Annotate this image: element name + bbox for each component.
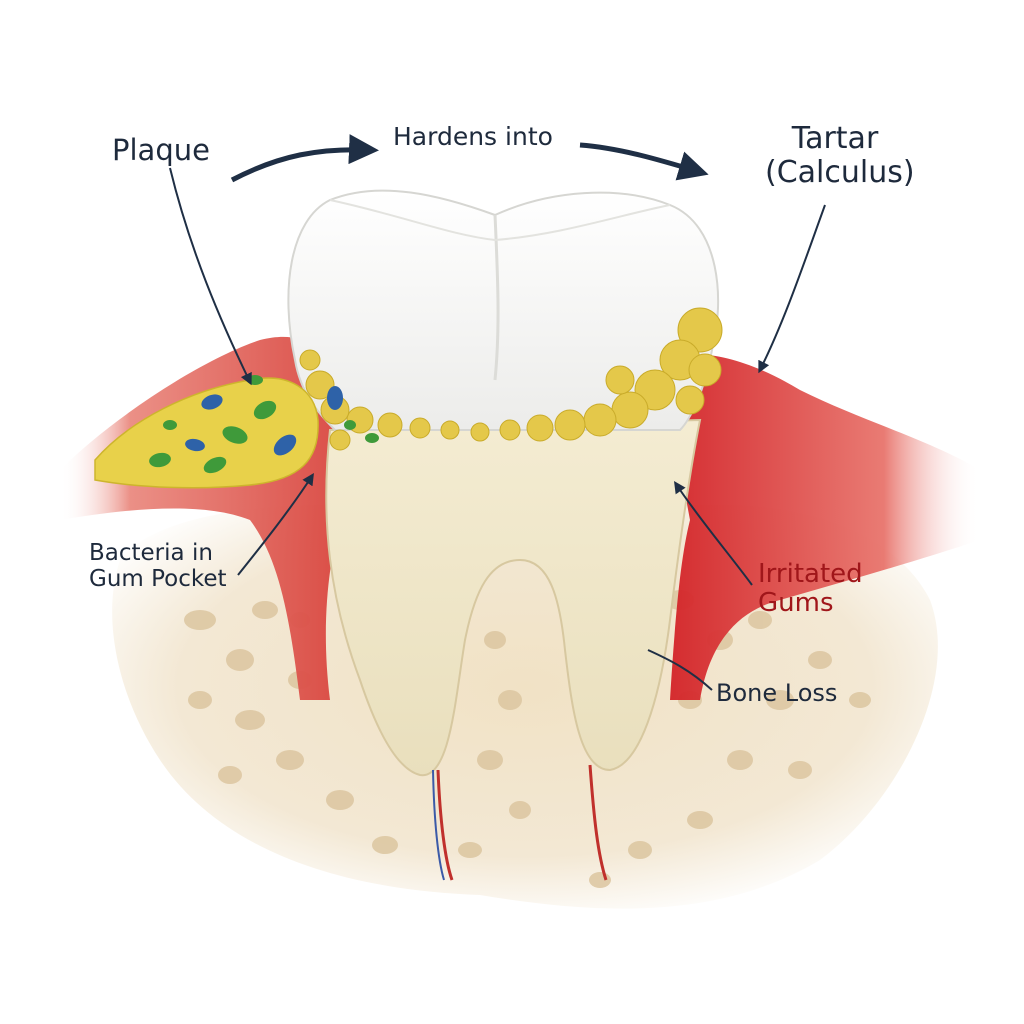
arrow-icon [237,472,314,576]
label-bone-loss: Bone Loss [716,679,838,707]
leader-arrows [169,167,826,586]
plaque-deposit [94,375,379,489]
bacteria [149,375,379,474]
label-bacteria-in-gum-pocket: Bacteria in Gum Pocket [89,540,227,593]
bone-loss-line [647,649,713,691]
label-tartar: Tartar (Calculus) [765,121,915,190]
label-hardens-into: Hardens into [393,122,553,151]
label-bacteria-line1: Bacteria in [89,540,213,566]
bone-pores [184,590,871,888]
label-calculus: (Calculus) [765,154,915,190]
label-bacteria-line2: Gum Pocket [89,565,227,592]
arrow-icon [579,142,709,181]
nerves [432,764,608,881]
label-tartar-title: Tartar [791,121,879,156]
gum-right [660,354,980,700]
label-plaque: Plaque [112,133,210,167]
arrow-icon [758,204,826,374]
label-irritated-line1: Irritated [758,559,863,589]
label-irritated-line2: Gums [758,588,834,619]
arrow-icon [230,134,379,183]
arrow-icon [169,167,252,386]
arrows [230,134,709,183]
tartar-deposit [299,307,723,451]
label-irritated-gums: Irritated Gums [758,559,863,619]
arrow-icon [674,481,753,586]
